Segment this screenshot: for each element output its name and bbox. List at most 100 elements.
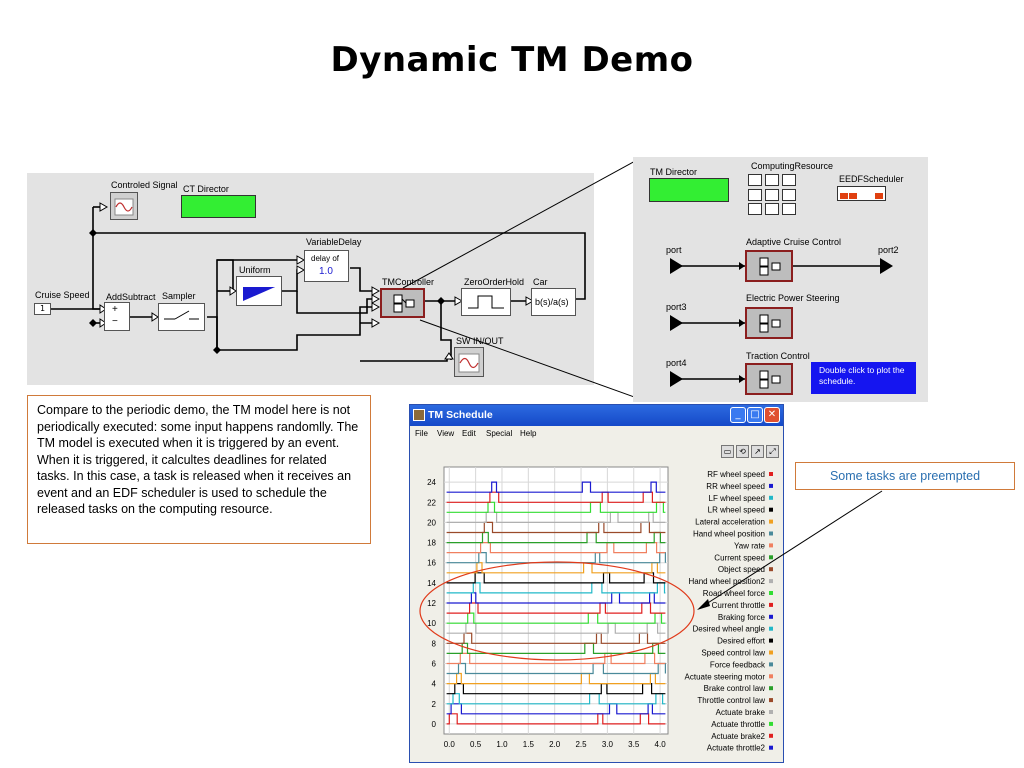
cruise-speed-const[interactable]: 1 — [34, 303, 51, 315]
port-label: port — [666, 245, 682, 255]
car-actor[interactable]: b(s)/a(s) — [531, 288, 576, 316]
menu-file[interactable]: File — [415, 429, 428, 438]
composite-icon — [759, 257, 781, 276]
menu-special[interactable]: Special — [486, 429, 513, 438]
legend-entry: Force feedback — [710, 660, 766, 669]
sine-plot-icon — [114, 198, 134, 216]
legend-entry: Yaw rate — [734, 541, 766, 550]
page-title: Dynamic TM Demo — [330, 40, 694, 80]
menu-view[interactable]: View — [437, 429, 455, 438]
delay-of-label: delay of — [311, 254, 340, 263]
legend-entry: Actuate throttle — [711, 720, 765, 729]
controlled-signal-label: Controled Signal — [111, 180, 178, 190]
plot-schedule-button[interactable]: Double click to plot the schedule. — [811, 362, 916, 394]
menu-edit[interactable]: Edit — [462, 429, 476, 438]
legend-entry: Lateral acceleration — [695, 518, 765, 527]
legend-swatch — [769, 745, 773, 750]
menu-help[interactable]: Help — [520, 429, 537, 438]
print-icon[interactable]: ▭ — [721, 445, 734, 458]
detail-wires — [670, 258, 893, 387]
car-transfer-function: b(s)/a(s) — [535, 297, 569, 307]
minus-sign: − — [112, 316, 118, 327]
variable-delay-label: VariableDelay — [306, 237, 362, 247]
app-icon — [413, 409, 425, 421]
legend-swatch — [769, 567, 773, 572]
y-tick-label: 16 — [427, 559, 436, 568]
legend-entry: Desired effort — [717, 637, 766, 646]
composite-icon — [759, 314, 781, 333]
fill-icon[interactable]: ↗ — [751, 445, 764, 458]
legend-entry: Hand wheel position — [693, 530, 765, 539]
y-tick-label: 14 — [427, 579, 436, 588]
y-tick-label: 2 — [432, 700, 437, 709]
legend-entry: RR wheel speed — [706, 482, 765, 491]
x-tick-label: 3.5 — [628, 740, 640, 749]
triangle-icon — [243, 287, 275, 301]
composite-icon — [759, 370, 781, 389]
reset-axes-icon[interactable]: ⟲ — [736, 445, 749, 458]
tm-controller-label: TMController — [382, 277, 435, 287]
x-tick-label: 1.0 — [496, 740, 508, 749]
legend-entry: Hand wheel position2 — [689, 577, 766, 586]
zero-order-hold-actor[interactable] — [461, 288, 511, 316]
legend-swatch — [769, 472, 773, 476]
add-subtract-actor[interactable]: + − — [104, 302, 130, 331]
tm-controller-composite[interactable] — [380, 288, 425, 318]
computing-resource-grid[interactable] — [748, 174, 800, 220]
uniform-actor[interactable] — [236, 276, 282, 306]
x-tick-label: 1.5 — [523, 740, 535, 749]
ct-director[interactable] — [181, 195, 256, 218]
adaptive-cruise-composite[interactable] — [745, 250, 793, 282]
x-tick-label: 0.5 — [470, 740, 482, 749]
traction-composite[interactable] — [745, 363, 793, 395]
tm-director[interactable] — [649, 178, 729, 202]
y-tick-label: 20 — [427, 518, 436, 527]
legend-swatch — [769, 614, 773, 619]
ct-director-label: CT Director — [183, 184, 229, 194]
car-label: Car — [533, 277, 548, 287]
cruise-speed-value: 1 — [39, 304, 46, 313]
y-tick-label: 18 — [427, 539, 436, 548]
x-tick-label: 4.0 — [655, 740, 667, 749]
minimize-button[interactable]: _ — [730, 407, 746, 423]
eedf-scheduler[interactable] — [837, 186, 887, 206]
legend-swatch — [769, 579, 773, 584]
legend-swatch — [769, 638, 773, 643]
x-tick-label: 2.5 — [575, 740, 587, 749]
sampler-actor[interactable] — [158, 303, 205, 331]
maximize-button[interactable]: □ — [747, 407, 763, 423]
legend-entry: Road wheel force — [703, 589, 766, 598]
legend-entry: Braking force — [718, 613, 766, 622]
controlled-signal-plotter[interactable] — [110, 192, 138, 220]
composite-icon — [393, 294, 415, 313]
x-tick-label: 0.0 — [444, 740, 456, 749]
legend-swatch — [769, 495, 773, 500]
legend-swatch — [769, 662, 773, 667]
legend-swatch — [769, 519, 773, 524]
computing-resource-label: ComputingResource — [751, 161, 834, 171]
variable-delay-actor[interactable]: delay of 1.0 — [304, 250, 349, 282]
scheduler-icon — [837, 186, 886, 201]
legend-entry: Speed control law — [701, 649, 765, 658]
series-line — [446, 481, 666, 493]
legend-swatch — [769, 733, 773, 738]
step-icon — [468, 295, 504, 309]
x-tick-label: 3.0 — [602, 740, 614, 749]
eps-composite[interactable] — [745, 307, 793, 339]
close-button[interactable]: ✕ — [764, 407, 780, 423]
zoom-icon[interactable]: ⤢ — [766, 445, 779, 458]
grid-icon — [748, 174, 796, 215]
legend-entry: Desired wheel angle — [693, 625, 766, 634]
sw-inout-plotter[interactable] — [454, 347, 484, 377]
legend-swatch — [769, 591, 773, 595]
window-title: TM Schedule — [428, 409, 493, 421]
model-diagram: Controled Signal CT Director VariableDel… — [27, 173, 594, 385]
y-tick-label: 22 — [427, 498, 436, 507]
tm-schedule-window: TM Schedule _ □ ✕ File View Edit Special… — [409, 404, 784, 763]
eedf-scheduler-label: EEDFScheduler — [839, 174, 904, 184]
delay-value: 1.0 — [319, 266, 333, 277]
cruise-speed-label: Cruise Speed — [35, 290, 90, 300]
diagram-wires — [50, 202, 586, 362]
window-titlebar[interactable]: TM Schedule _ □ ✕ — [410, 405, 783, 426]
sine-plot-icon — [458, 353, 480, 373]
